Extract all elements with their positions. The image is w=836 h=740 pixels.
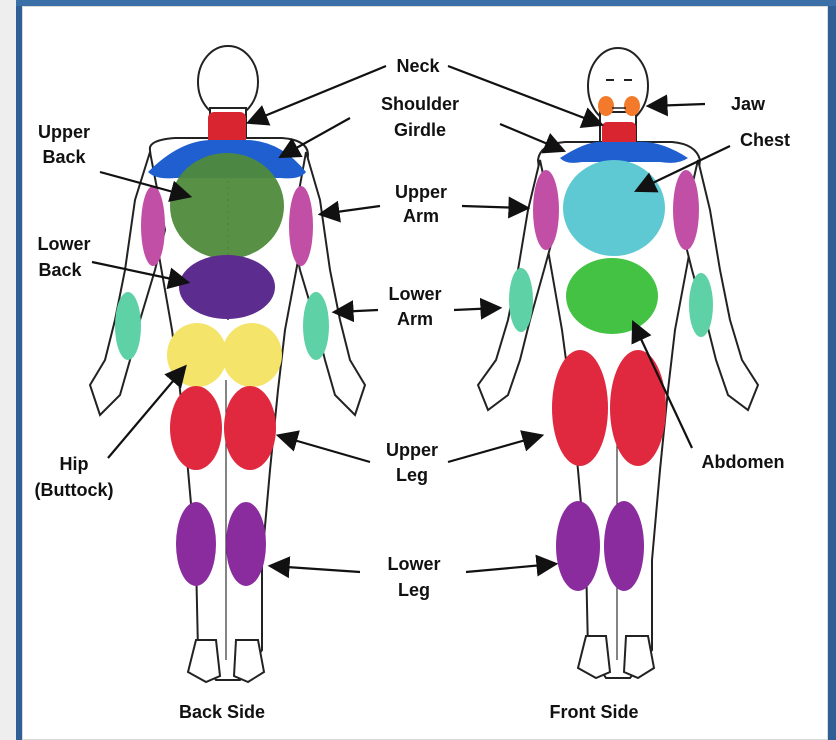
back-right-lower-arm-region	[303, 292, 329, 360]
label-lower-arm-1: Lower	[388, 284, 441, 304]
upper-arm-arrow-front	[462, 206, 526, 208]
label-hip-2: (Buttock)	[35, 480, 114, 500]
upper-back-region	[170, 153, 284, 259]
front-right-upper-arm-region	[673, 170, 699, 250]
neck-arrow-back	[250, 66, 386, 122]
label-upper-leg-1: Upper	[386, 440, 438, 460]
label-lower-leg-2: Leg	[398, 580, 430, 600]
label-lower-arm-2: Arm	[397, 309, 433, 329]
label-lower-leg-1: Lower	[387, 554, 440, 574]
shoulder-arrow-front	[500, 124, 562, 150]
label-upper-back-1: Upper	[38, 122, 90, 142]
back-right-hip-region	[222, 323, 282, 387]
front-right-foot	[624, 636, 654, 678]
upper-leg-arrow-front	[448, 436, 540, 462]
label-shoulder-2: Girdle	[394, 120, 446, 140]
upper-leg-arrow-back	[280, 436, 370, 462]
jaw-arrow	[650, 104, 705, 106]
back-left-lower-arm-region	[115, 292, 141, 360]
back-right-upper-leg-region	[224, 386, 276, 470]
jaw-right-region	[624, 96, 640, 116]
front-left-foot	[578, 636, 610, 678]
front-left-upper-leg-region	[552, 350, 608, 466]
label-front-side: Front Side	[550, 702, 639, 722]
back-left-upper-leg-region	[170, 386, 222, 470]
front-right-lower-arm-region	[689, 273, 713, 337]
label-abdomen: Abdomen	[702, 452, 785, 472]
front-left-upper-arm-region	[533, 170, 559, 250]
front-right-upper-leg-region	[610, 350, 666, 466]
upper-arm-arrow-back	[322, 206, 380, 214]
label-lower-back-2: Back	[38, 260, 82, 280]
label-upper-back-2: Back	[42, 147, 86, 167]
jaw-left-region	[598, 96, 614, 116]
lower-leg-arrow-back	[272, 566, 360, 572]
label-upper-arm-1: Upper	[395, 182, 447, 202]
front-left-lower-leg-region	[556, 501, 600, 591]
shoulder-arrow-back	[282, 118, 350, 156]
label-hip-1: Hip	[60, 454, 89, 474]
back-right-foot	[234, 640, 264, 682]
back-right-lower-leg-region	[226, 502, 266, 586]
label-upper-arm-2: Arm	[403, 206, 439, 226]
chest-region	[563, 160, 665, 256]
label-upper-leg-2: Leg	[396, 465, 428, 485]
label-back-side: Back Side	[179, 702, 265, 722]
lower-leg-arrow-front	[466, 564, 554, 572]
label-lower-back-1: Lower	[37, 234, 90, 254]
back-left-foot	[188, 640, 220, 682]
back-left-lower-leg-region	[176, 502, 216, 586]
label-chest: Chest	[740, 130, 790, 150]
lower-arm-arrow-front	[454, 308, 498, 310]
front-right-lower-leg-region	[604, 501, 644, 591]
back-left-upper-arm-region	[141, 186, 165, 266]
lower-back-region	[179, 255, 275, 319]
lower-arm-arrow-back	[336, 310, 378, 312]
back-right-upper-arm-region	[289, 186, 313, 266]
neck-arrow-front	[448, 66, 600, 124]
label-shoulder-1: Shoulder	[381, 94, 459, 114]
abdomen-region	[566, 258, 658, 334]
label-jaw: Jaw	[731, 94, 766, 114]
label-neck: Neck	[396, 56, 440, 76]
front-left-lower-arm-region	[509, 268, 533, 332]
